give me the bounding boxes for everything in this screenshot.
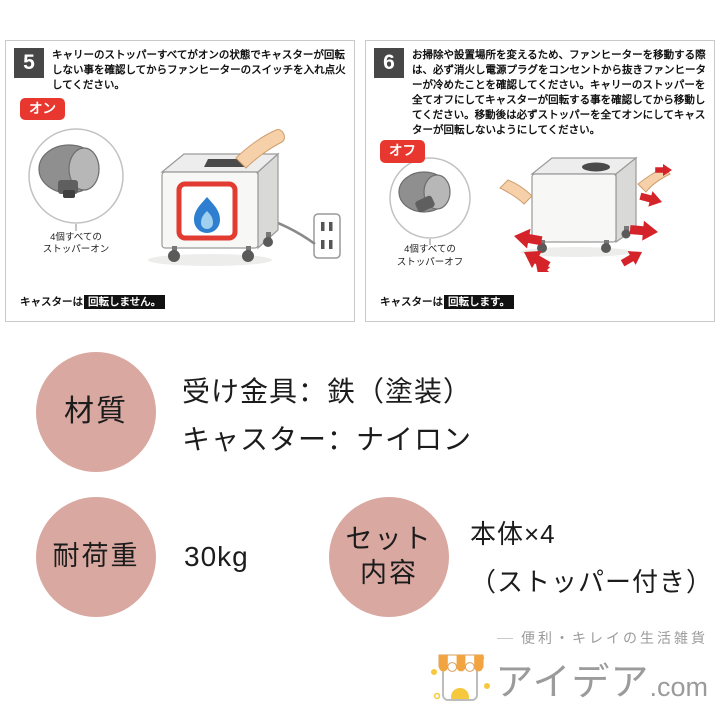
note-prefix: キャスターは xyxy=(20,296,83,308)
hand-icon xyxy=(637,167,671,194)
step-number-5: 5 xyxy=(14,48,44,78)
spec-circle-load: 耐荷重 xyxy=(36,497,156,617)
hand-icon xyxy=(235,128,285,169)
awning-stripes xyxy=(438,654,484,672)
spec-value-line: 受け金具：鉄（塗装） xyxy=(182,376,473,407)
spec-material-values: 受け金具：鉄（塗装） キャスター：ナイロン xyxy=(182,368,472,464)
caster-detail-on xyxy=(28,127,124,231)
heater-on-illustration xyxy=(28,127,341,266)
heater-caster-wheels xyxy=(168,231,273,262)
spec-load-value: 30kg xyxy=(184,533,249,581)
caster-caption-on: 4個すべての ストッパーオン xyxy=(26,232,126,257)
logo-name: アイデア xyxy=(495,662,650,705)
step5-instruction-text: キャリーのストッパーすべてがオンの状態でキャスターが回転しない事を確認してからフ… xyxy=(52,49,346,91)
shop-awning-icon xyxy=(431,654,491,701)
panel5-illustration: オン 4個すべての ストッパーオン xyxy=(14,96,346,272)
note-highlight: 回転しません。 xyxy=(84,295,166,309)
on-badge: オン xyxy=(20,97,65,120)
spec-label-set-line2: 内容 xyxy=(360,558,418,588)
step6-instruction-text: お掃除や設置場所を変えるため、ファンヒーターを移動する際は、必ず消火し電源プラグ… xyxy=(412,49,706,136)
site-logo: 便利・キレイの生活雑貨 xyxy=(429,628,708,705)
spec-circle-set: セット 内容 xyxy=(329,497,449,617)
note-highlight: 回転します。 xyxy=(444,295,514,309)
instruction-panel-6: 6 お掃除や設置場所を変えるため、ファンヒーターを移動する際は、必ず消火し電源プ… xyxy=(365,40,715,322)
spec-value-line: 30kg xyxy=(184,541,249,572)
tagline-rule xyxy=(497,637,513,639)
caster-caption-off: 4個すべての ストッパーオフ xyxy=(382,244,478,269)
panel5-header: 5 キャリーのストッパーすべてがオンの状態でキャスターが回転しない事を確認してか… xyxy=(14,48,346,93)
panel6-illustration: オフ 4個すべての ストッパーオフ xyxy=(374,140,706,273)
spec-set-values: 本体×4 （ストッパー付き） xyxy=(470,510,713,606)
spec-label-material: 材質 xyxy=(64,395,128,429)
instruction-panel-5: 5 キャリーのストッパーすべてがオンの状態でキャスターが回転しない事を確認してか… xyxy=(5,40,355,322)
logo-tagline: 便利・キレイの生活雑貨 xyxy=(521,630,708,646)
fan-heater xyxy=(530,157,638,254)
spec-label-set-line1: セット xyxy=(345,524,433,555)
logo-tagline-row: 便利・キレイの生活雑貨 xyxy=(429,628,708,648)
caption-line: ストッパーオン xyxy=(42,244,110,256)
note-prefix: キャスターは xyxy=(380,296,443,308)
caster-note-5: キャスターは回転しません。 xyxy=(20,294,166,309)
instruction-panels: 5 キャリーのストッパーすべてがオンの状態でキャスターが回転しない事を確認してか… xyxy=(5,40,715,322)
heater-move-illustration xyxy=(389,157,672,273)
spec-label-load: 耐荷重 xyxy=(52,541,140,572)
caption-line: 4個すべての xyxy=(404,244,456,256)
panel6-header: 6 お掃除や設置場所を変えるため、ファンヒーターを移動する際は、必ず消火し電源プ… xyxy=(374,48,706,137)
off-badge: オフ xyxy=(380,140,425,163)
spec-value-line: キャスター：ナイロン xyxy=(182,424,473,455)
flame-icon xyxy=(194,196,220,233)
fan-heater xyxy=(160,152,280,262)
hand-icon xyxy=(499,179,533,206)
caster-note-6: キャスターは回転します。 xyxy=(380,294,514,309)
logo-main: アイデア.com xyxy=(429,650,708,705)
step-number-6: 6 xyxy=(374,48,404,78)
spec-circle-material: 材質 xyxy=(36,352,156,472)
outlet-icon xyxy=(313,212,341,259)
caption-line: 4個すべての xyxy=(50,231,102,243)
heater-caster-wheels xyxy=(537,226,631,254)
logo-domain: .com xyxy=(649,672,708,703)
spec-value-line: （ストッパー付き） xyxy=(470,567,714,597)
caster-detail-off xyxy=(389,157,471,246)
spec-value-line: 本体×4 xyxy=(470,519,556,549)
caption-line: ストッパーオフ xyxy=(396,256,464,268)
